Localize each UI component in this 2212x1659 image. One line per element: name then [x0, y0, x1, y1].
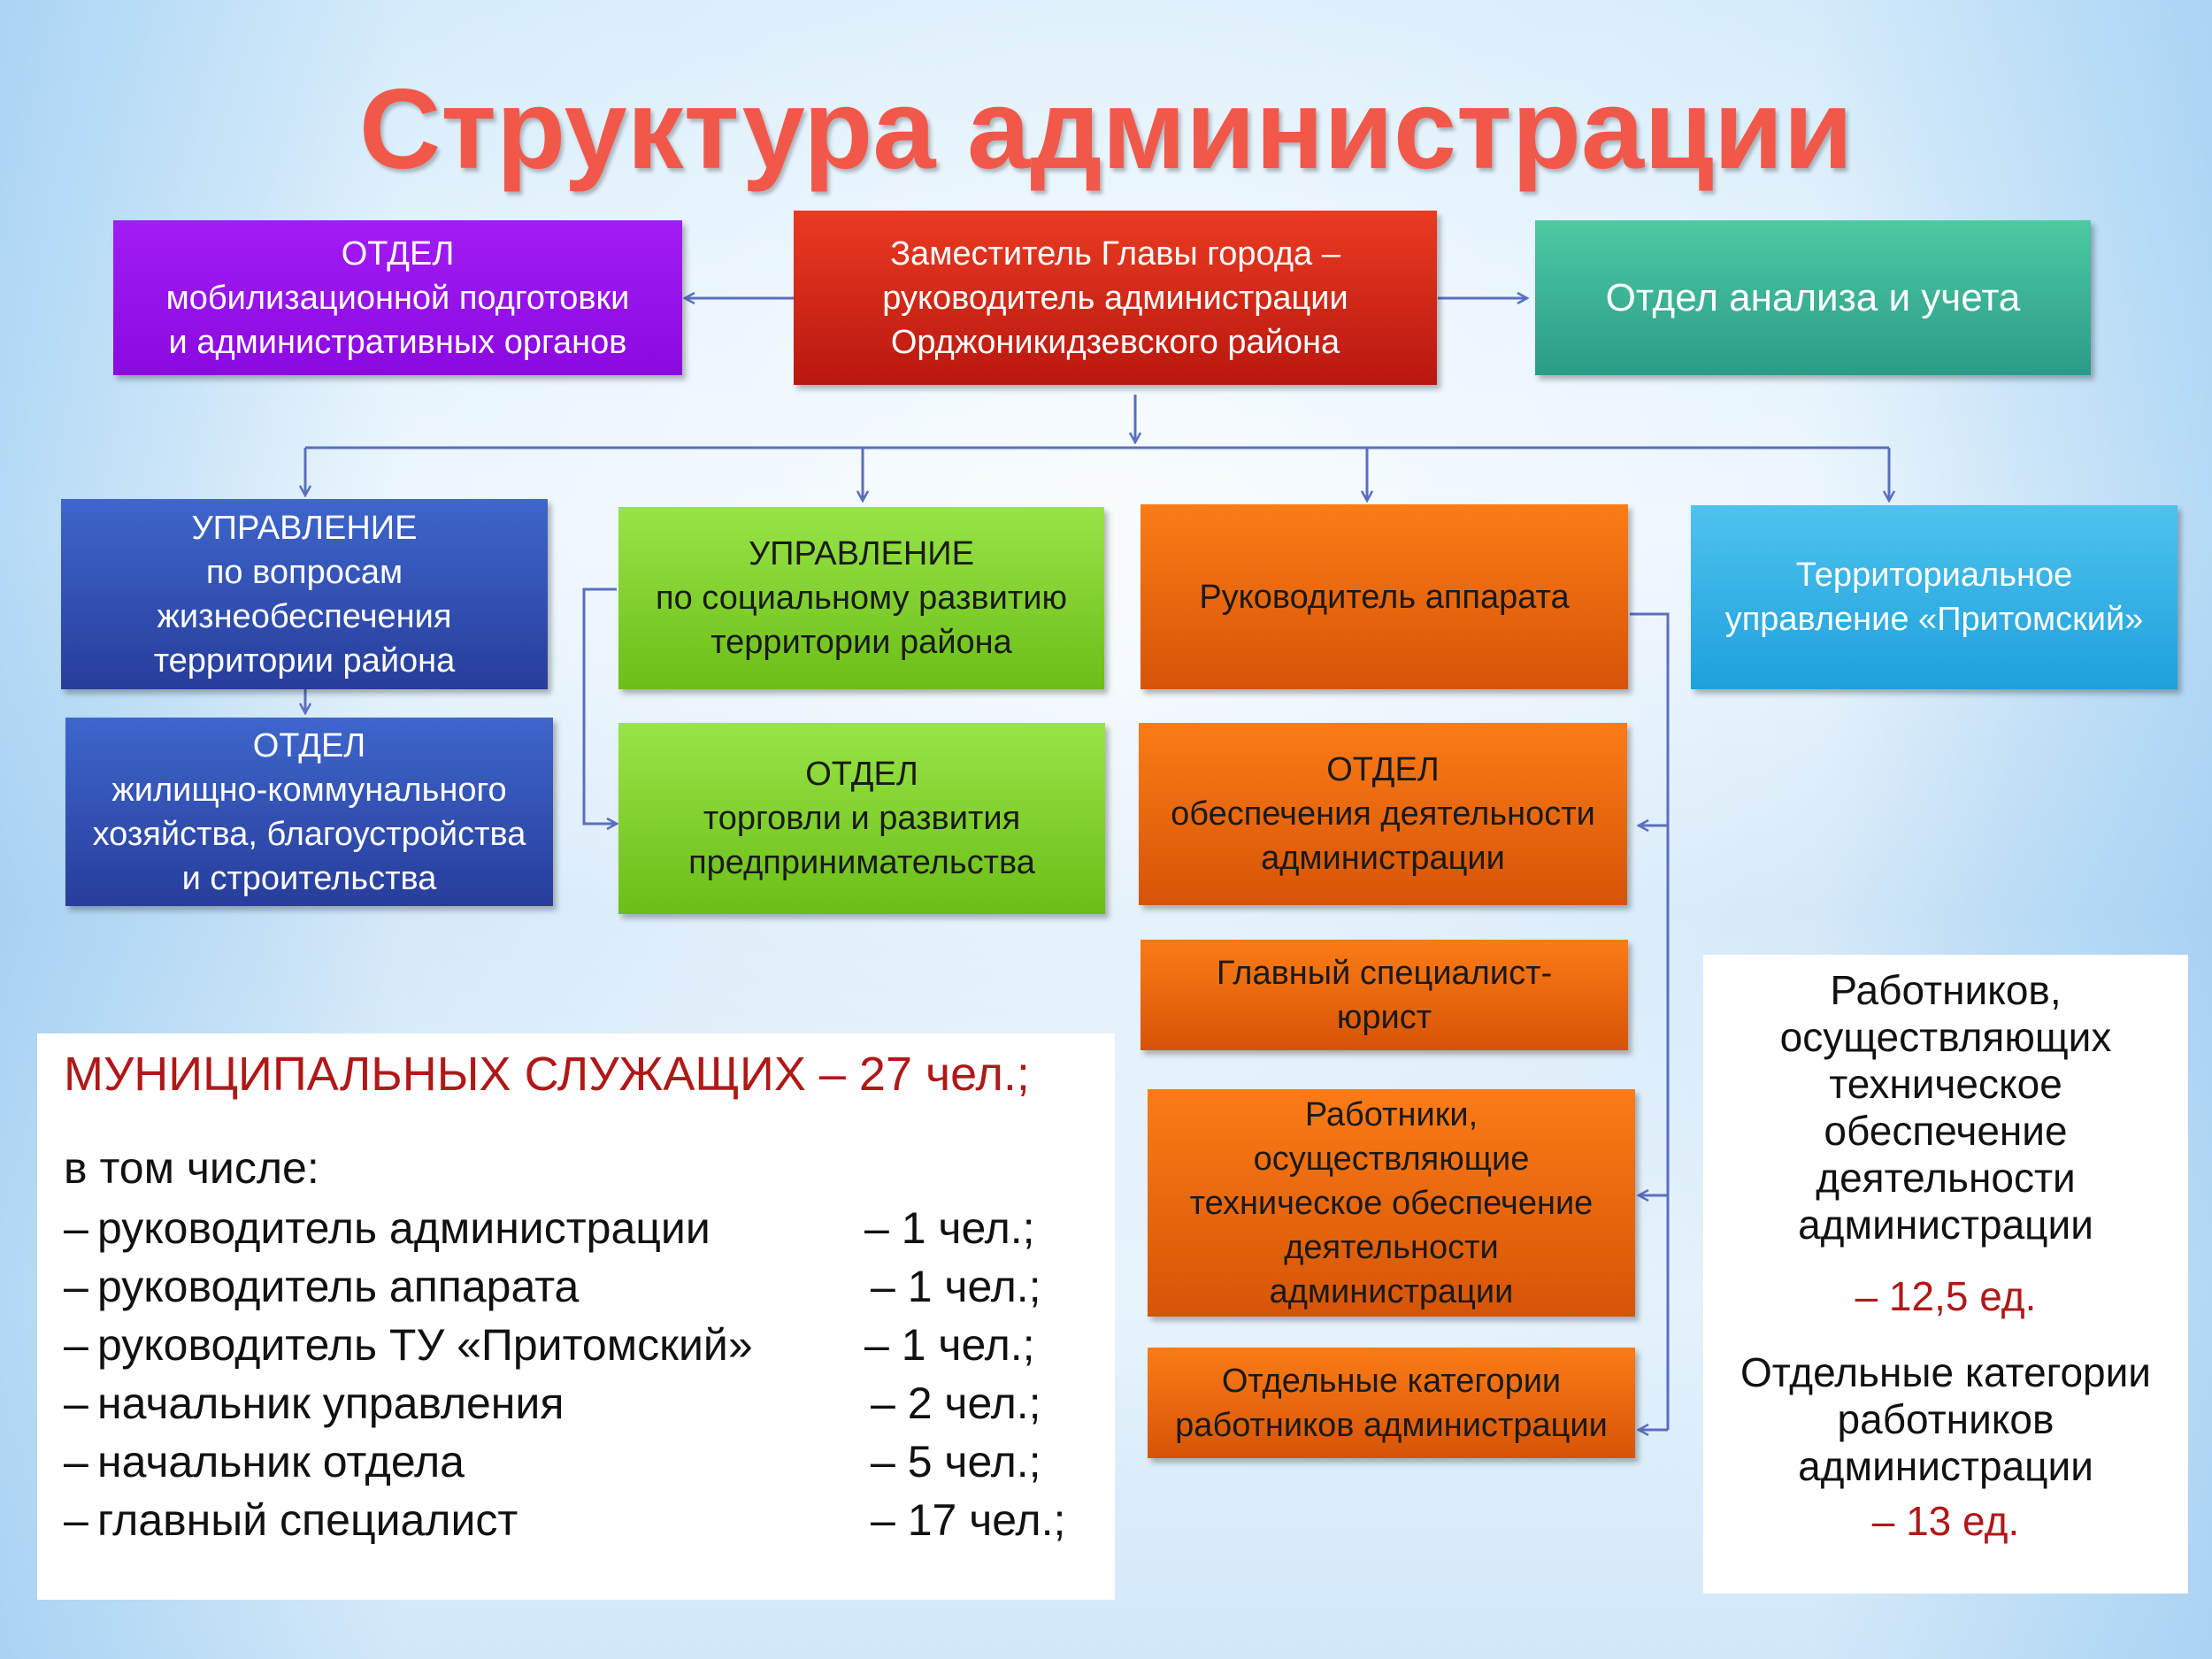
- categories-box: Отдельные категории работников администр…: [1148, 1348, 1635, 1458]
- summary-row-value: – 1 чел.;: [871, 1262, 1041, 1311]
- dash: –: [64, 1203, 88, 1253]
- staff-units-panel: Работников, осуществляющих техническое о…: [1703, 955, 2188, 1594]
- summary-row-label: начальник отдела: [97, 1437, 465, 1486]
- summary-header-value: – 27 чел.;: [818, 1048, 1030, 1101]
- summary-row-label: главный специалист: [97, 1495, 518, 1545]
- staff-summary-panel: МУНИЦИПАЛЬНЫХ СЛУЖАЩИХ – 27 чел.; в том …: [37, 1033, 1115, 1600]
- categories-value: – 13 ед.: [1871, 1498, 2020, 1544]
- analysis-dept-box: Отдел анализа и учета: [1535, 220, 2091, 375]
- summary-row-label: руководитель ТУ «Притомский»: [97, 1320, 753, 1370]
- tech-workers-value: – 12,5 ед.: [1855, 1273, 2037, 1319]
- summary-row-label: начальник управления: [97, 1379, 565, 1428]
- dash: –: [64, 1379, 88, 1428]
- summary-row-value: – 1 чел.;: [864, 1203, 1035, 1253]
- summary-row-label: руководитель аппарата: [97, 1262, 580, 1311]
- dash: –: [64, 1437, 88, 1486]
- apparatus-head-box: Руководитель аппарата: [1141, 504, 1628, 689]
- deputy-head-box: Заместитель Главы города – руководитель …: [794, 211, 1437, 385]
- summary-row-label: руководитель администрации: [97, 1203, 710, 1253]
- dash: –: [64, 1262, 88, 1311]
- categories-label: Отдельные категории работников администр…: [1740, 1349, 2152, 1489]
- dash: –: [64, 1495, 88, 1545]
- summary-header: МУНИЦИПАЛЬНЫХ СЛУЖАЩИХ – 27 чел.;: [64, 1048, 1030, 1101]
- including-label: в том числе:: [64, 1143, 319, 1193]
- trade-dept-box: ОТДЕЛ торговли и развития предпринимател…: [618, 723, 1105, 914]
- housing-dept-box: ОТДЕЛ жилищно-коммунального хозяйства, б…: [65, 718, 553, 906]
- mobilization-dept-box: ОТДЕЛ мобилизационной подготовки и админ…: [113, 220, 682, 375]
- summary-row-value: – 17 чел.;: [871, 1495, 1066, 1545]
- summary-row-value: – 5 чел.;: [871, 1437, 1041, 1486]
- apparatus-bracket: [1630, 612, 1670, 1430]
- page-title: Структура администрации: [358, 66, 1854, 193]
- life-support-directorate-box: УПРАВЛЕНИЕ по вопросам жизнеобеспечения …: [61, 499, 548, 689]
- summary-row-value: – 2 чел.;: [871, 1379, 1041, 1428]
- summary-header-label: МУНИЦИПАЛЬНЫХ СЛУЖАЩИХ: [64, 1048, 806, 1101]
- support-dept-box: ОТДЕЛ обеспечения деятельности администр…: [1139, 723, 1627, 905]
- pritomsky-box: Территориальное управление «Притомский»: [1691, 505, 2177, 689]
- summary-row-value: – 1 чел.;: [864, 1320, 1035, 1370]
- dash: –: [64, 1320, 88, 1370]
- social-directorate-box: УПРАВЛЕНИЕ по социальному развитию терри…: [618, 507, 1104, 689]
- tech-workers-label: Работников, осуществляющих техническое о…: [1779, 967, 2112, 1248]
- lawyer-box: Главный специалист- юрист: [1141, 940, 1628, 1050]
- tech-workers-box: Работники, осуществляющие техническое об…: [1148, 1089, 1635, 1317]
- arrow-to-trade: [582, 588, 617, 824]
